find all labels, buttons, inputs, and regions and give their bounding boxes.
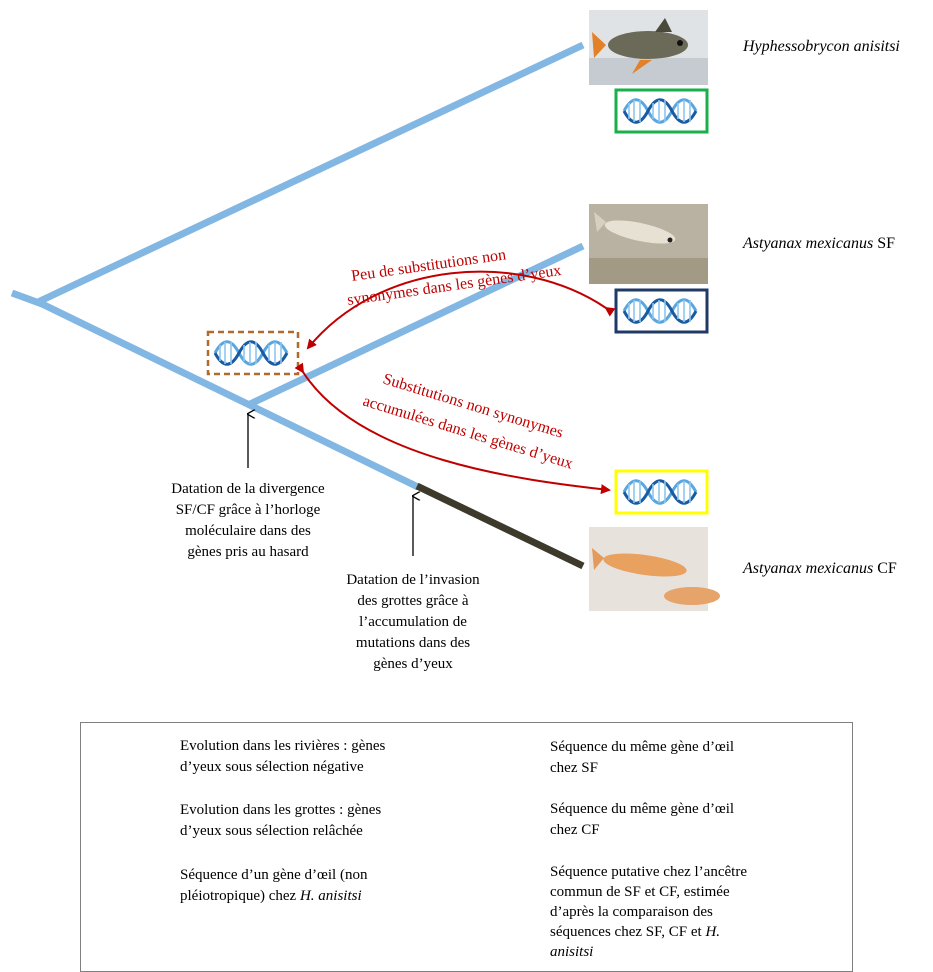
branch-cf-cave — [415, 482, 585, 570]
arrow-sf-comparison — [306, 270, 616, 350]
dna-box-sf — [614, 288, 709, 334]
dna-box-ancestor — [206, 330, 300, 376]
legend-ancestor-seq-text: Séquence putative chez l’ancêtre commun … — [550, 864, 747, 960]
fish-photo-sf — [589, 204, 708, 284]
dna-box-h-anisitsi — [614, 88, 709, 134]
species-label-h-anisitsi: Hyphessobrycon anisitsi — [743, 38, 900, 55]
branch-main-river — [36, 298, 420, 491]
legend-h-seq-text: Séquence d’un gène d’œil (non pléiotropi… — [180, 867, 368, 904]
dna-box-cf — [614, 469, 709, 515]
species-label-sf: Astyanax mexicanus SF — [743, 235, 895, 252]
fish-photo-h-anisitsi — [589, 10, 708, 85]
branch-root — [10, 289, 44, 308]
divergence-dating-note: Datation de la divergence SF/CF grâce à … — [171, 481, 325, 560]
invasion-dating-note: Datation de l’invasion des grottes grâce… — [346, 572, 480, 672]
branch-h-anisitsi — [36, 41, 585, 306]
fish-photo-cf — [589, 527, 720, 611]
species-label-cf: Astyanax mexicanus CF — [743, 560, 897, 577]
legend-box — [80, 722, 853, 972]
arrow-cf-comparison — [294, 362, 611, 495]
